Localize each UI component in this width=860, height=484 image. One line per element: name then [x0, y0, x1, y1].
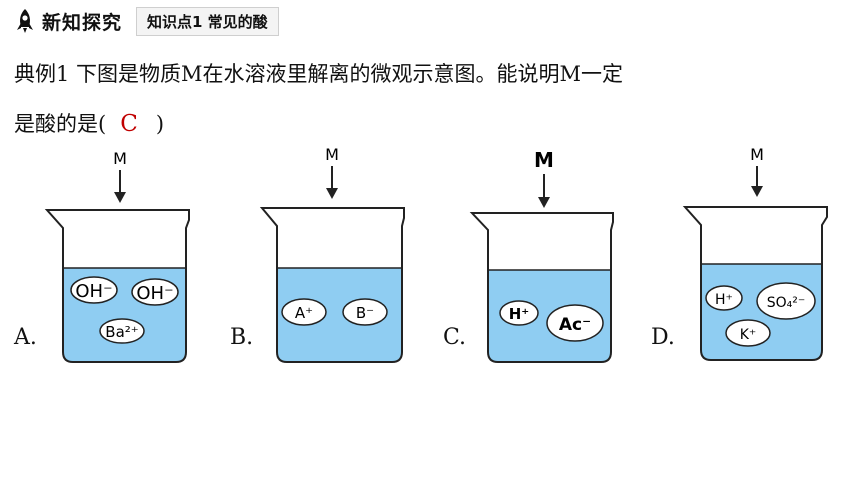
- beaker-a[interactable]: M OH⁻ OH⁻ Ba²⁺: [44, 149, 190, 363]
- ion-h-d-label: H⁺: [715, 292, 733, 308]
- ion-b-label: B⁻: [356, 304, 374, 322]
- beaker-a-m-label: M: [113, 149, 127, 168]
- ion-oh-2: [131, 278, 179, 306]
- section-title: 新知探究: [42, 11, 123, 34]
- ion-h-label: H⁺: [509, 305, 529, 323]
- ion-h: [499, 300, 539, 326]
- question-prefix: 是酸的是(: [14, 112, 107, 136]
- ion-ac-label: Ac⁻: [559, 315, 591, 335]
- ion-oh-2-label: OH⁻: [136, 283, 173, 304]
- ion-oh-1: [70, 276, 118, 304]
- ion-ac: [546, 304, 604, 342]
- beaker-d[interactable]: M H⁺ SO₄²⁻ K⁺: [682, 145, 828, 361]
- ion-so4: [756, 282, 816, 320]
- beaker-a-outline: [44, 209, 190, 363]
- ion-oh-1-label: OH⁻: [75, 281, 112, 302]
- ion-a: [281, 298, 327, 326]
- beaker-c-m-label: M: [534, 148, 554, 172]
- option-a-label[interactable]: A.: [14, 325, 37, 350]
- question-line-2: 是酸的是( C): [14, 108, 164, 138]
- ion-h-d: [705, 285, 743, 311]
- option-c-label[interactable]: C.: [443, 325, 467, 350]
- beaker-c[interactable]: M H⁺ Ac⁻: [469, 148, 614, 363]
- rocket-icon: [17, 9, 33, 33]
- section-header: 新知探究 知识点1 常见的酸: [14, 6, 279, 36]
- ion-k: [725, 319, 771, 347]
- ion-ba-label: Ba²⁺: [105, 323, 138, 341]
- question-suffix: ): [155, 112, 165, 136]
- beaker-b-outline: [259, 207, 405, 363]
- ion-ba: [99, 318, 145, 344]
- beaker-c-outline: [469, 212, 614, 363]
- question-line-1: 典例1 下图是物质M在水溶液里解离的微观示意图。能说明M一定: [14, 62, 624, 86]
- beaker-b[interactable]: M A⁺ B⁻: [259, 145, 405, 363]
- knowledge-point-tag: 知识点1 常见的酸: [136, 6, 279, 36]
- option-b-label[interactable]: B.: [230, 325, 254, 350]
- beaker-b-water: [277, 268, 402, 362]
- beaker-b-m-label: M: [325, 145, 339, 164]
- beaker-d-m-label: M: [750, 145, 764, 164]
- answer-text: C: [120, 111, 138, 137]
- ion-k-label: K⁺: [740, 327, 757, 343]
- ion-so4-label: SO₄²⁻: [767, 295, 806, 311]
- option-d-label[interactable]: D.: [651, 325, 675, 350]
- ion-a-label: A⁺: [295, 304, 313, 322]
- beaker-d-outline: [682, 206, 828, 361]
- ion-b: [342, 298, 388, 326]
